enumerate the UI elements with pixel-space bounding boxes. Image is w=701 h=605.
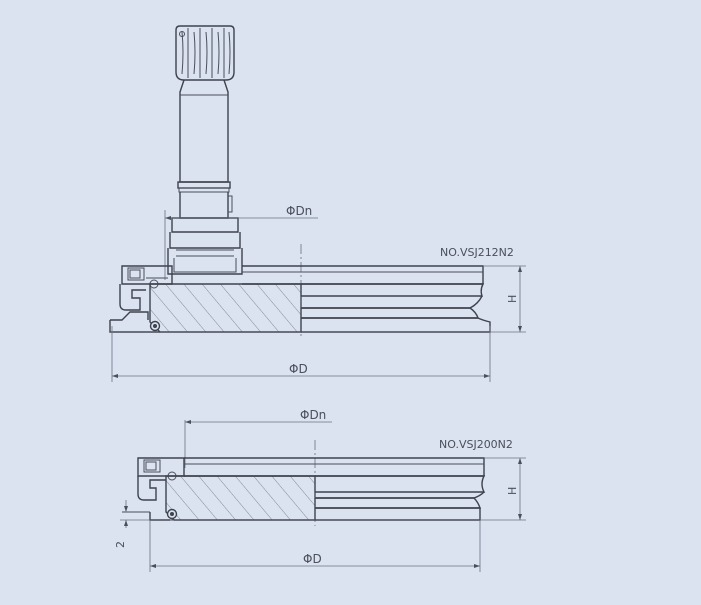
dim-dn-bottom-label: ΦDn xyxy=(300,408,326,422)
dim-dn-bottom: ΦDn xyxy=(184,408,332,468)
dim-d-bottom: ΦD xyxy=(149,520,481,572)
body-section-bottom xyxy=(165,475,316,521)
dim-h-bottom-label: H xyxy=(506,487,519,495)
dim-d-top: ΦD xyxy=(111,326,491,382)
bottom-view: ΦDn xyxy=(114,408,526,572)
dim-h-top-label: H xyxy=(506,295,519,303)
dim-dn-top: ΦDn xyxy=(164,204,318,280)
dim-h-bottom: H xyxy=(480,457,526,521)
dim-2-label: 2 xyxy=(114,541,127,548)
body-section-top xyxy=(149,283,302,333)
body-elevation-bottom xyxy=(150,457,486,521)
top-view: ΦDn xyxy=(109,25,526,382)
dim-2-bottom: 2 xyxy=(114,500,150,548)
model-label-top: NO.VSJ212N2 xyxy=(440,246,514,259)
spindle-holder xyxy=(167,25,243,275)
model-label-bottom: NO.VSJ200N2 xyxy=(439,438,513,451)
dim-dn-top-label: ΦDn xyxy=(286,204,312,218)
dim-h-top: H xyxy=(483,265,526,333)
dim-d-top-label: ΦD xyxy=(289,362,308,376)
body-elevation-top xyxy=(109,265,491,333)
dim-d-bottom-label: ΦD xyxy=(303,552,322,566)
